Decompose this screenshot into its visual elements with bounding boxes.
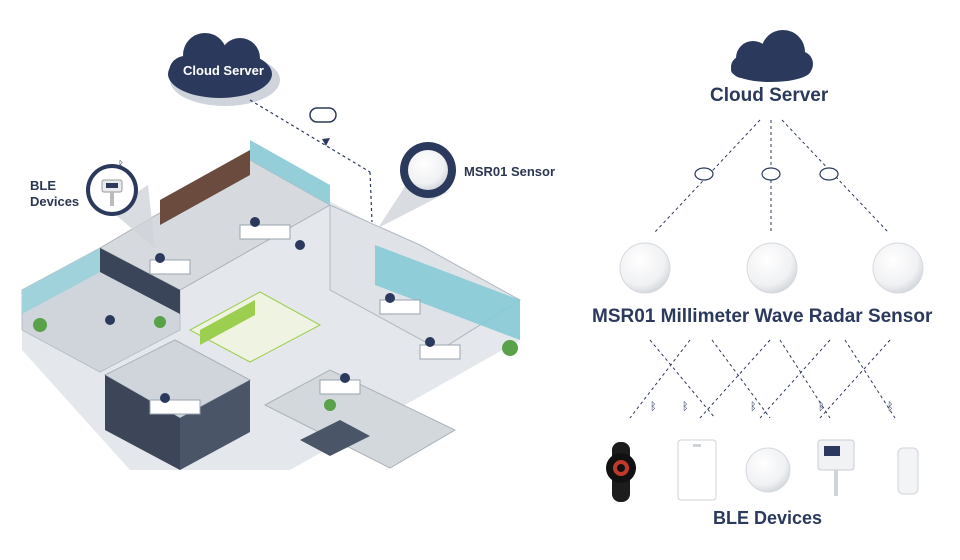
left-ble-label-line2: Devices bbox=[30, 194, 80, 209]
ble-th-sensor bbox=[817, 439, 855, 496]
right-cloud bbox=[731, 30, 813, 82]
office-isometric bbox=[21, 140, 521, 470]
ble-tag-device bbox=[677, 439, 717, 501]
bluetooth-icon: ᛒ bbox=[118, 160, 124, 171]
right-cloud-label: Cloud Server bbox=[710, 85, 829, 106]
left-ble-label: BLE Devices bbox=[30, 178, 79, 210]
radar-sensor-3 bbox=[872, 242, 924, 294]
bluetooth-badges: ᛒ ᛒ ᛒ ᛒ ᛒ bbox=[650, 400, 894, 413]
ble-device-callout: ᛒ bbox=[86, 160, 155, 248]
right-radar-label: MSR01 Millimeter Wave Radar Sensor bbox=[592, 306, 933, 327]
wifi-badges bbox=[694, 167, 839, 181]
bluetooth-icon: ᛒ bbox=[818, 400, 825, 413]
right-ble-label: BLE Devices bbox=[713, 508, 823, 528]
ble-round-device bbox=[745, 447, 791, 493]
bluetooth-icon: ᛒ bbox=[887, 400, 894, 413]
sensors-to-ble-links bbox=[629, 339, 896, 419]
ble-wristband bbox=[606, 442, 636, 502]
left-ble-label-line1: BLE bbox=[30, 178, 56, 193]
radar-sensor-2 bbox=[746, 242, 798, 294]
bluetooth-icon: ᛒ bbox=[750, 400, 757, 413]
wifi-icon bbox=[309, 107, 337, 123]
left-cloud bbox=[168, 33, 280, 106]
left-sensor-label: MSR01 Sensor bbox=[464, 164, 556, 179]
bluetooth-icon: ᛒ bbox=[650, 400, 657, 413]
left-connection bbox=[249, 99, 373, 223]
ble-door-sensor bbox=[897, 447, 919, 495]
bluetooth-icon: ᛒ bbox=[682, 400, 689, 413]
msr01-sensor-callout bbox=[378, 142, 456, 228]
radar-sensor-1 bbox=[619, 242, 671, 294]
left-cloud-label: Cloud Server bbox=[183, 63, 264, 78]
